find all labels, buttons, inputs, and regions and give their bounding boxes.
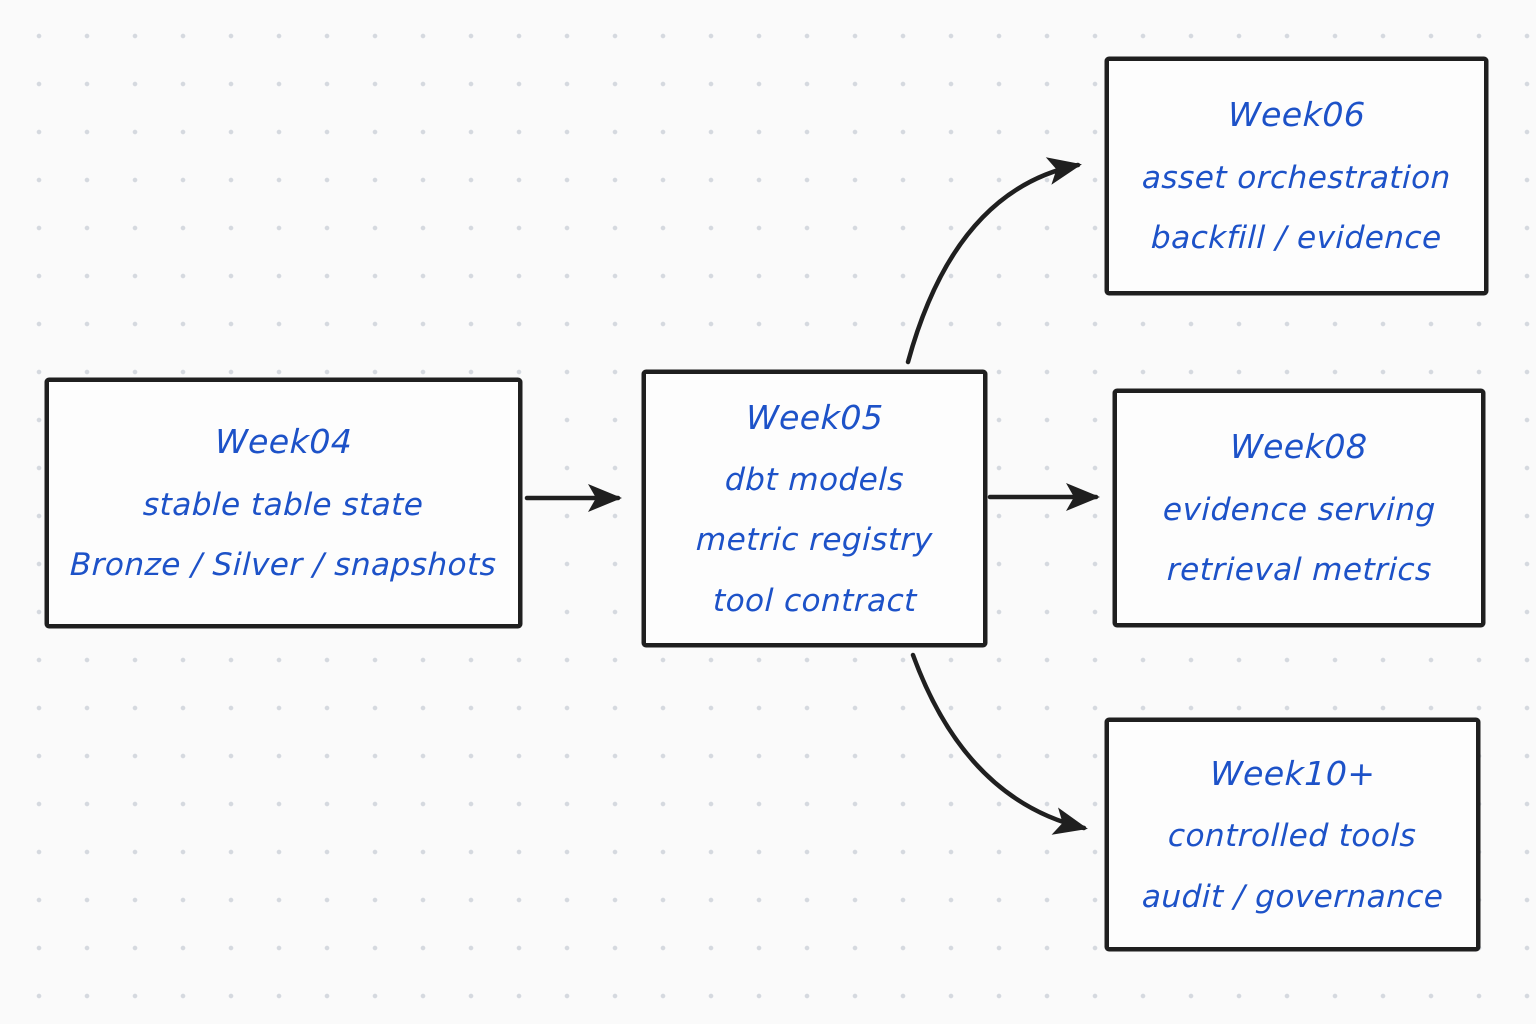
node-week05: Week05 dbt models metric registry tool c… bbox=[642, 370, 987, 647]
node-week05-title: Week05 bbox=[745, 397, 884, 437]
node-week08: Week08 evidence serving retrieval metric… bbox=[1113, 389, 1485, 627]
node-week05-line: tool contract bbox=[711, 582, 918, 619]
node-week10: Week10+ controlled tools audit / governa… bbox=[1105, 718, 1480, 951]
arrow-week05-to-week06 bbox=[905, 157, 1082, 365]
node-week06-line: backfill / evidence bbox=[1150, 220, 1443, 257]
node-week04-line: stable table state bbox=[142, 486, 425, 523]
node-week06-title: Week06 bbox=[1227, 95, 1366, 135]
node-week08-line: retrieval metrics bbox=[1166, 552, 1432, 589]
node-week10-line: audit / governance bbox=[1141, 878, 1444, 915]
node-week08-line: evidence serving bbox=[1162, 491, 1436, 528]
node-week04-line: Bronze / Silver / snapshots bbox=[69, 547, 498, 584]
node-week05-line: dbt models bbox=[724, 462, 905, 499]
node-week10-title: Week10+ bbox=[1209, 753, 1376, 793]
node-week04-title: Week04 bbox=[214, 422, 353, 462]
node-week05-line: metric registry bbox=[695, 522, 934, 559]
node-week04: Week04 stable table state Bronze / Silve… bbox=[45, 378, 522, 628]
node-week08-title: Week08 bbox=[1229, 427, 1369, 467]
node-week06-line: asset orchestration bbox=[1141, 159, 1452, 196]
arrow-week05-to-week10 bbox=[910, 652, 1088, 835]
node-week10-line: controlled tools bbox=[1167, 818, 1418, 855]
node-week06: Week06 asset orchestration backfill / ev… bbox=[1105, 57, 1488, 295]
